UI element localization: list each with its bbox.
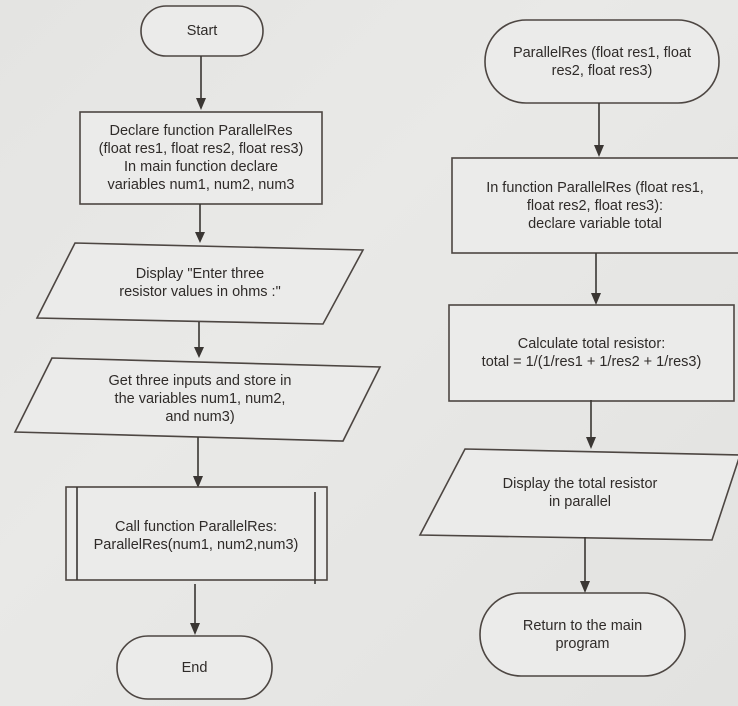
arrowhead-declare-total-to-calculate [591,293,601,305]
function-header-label: ParallelRes (float res1, float res2, flo… [512,44,692,79]
arrowhead-call-to-end [190,623,200,635]
display-total-io-box [418,448,738,541]
return-label: Return to the main program [522,617,643,652]
call-function-predefined-box [65,486,328,581]
declare-total-process-box [451,157,738,254]
function-header-terminator [484,19,720,104]
arrowhead-declare-to-display [195,232,205,243]
start-terminator [140,5,264,57]
calculate-process-box [448,304,735,402]
display-prompt-io-box [35,242,365,325]
get-inputs-io-box [13,357,382,442]
arrowhead-get-to-call [193,476,203,488]
declare-process-box [79,111,323,205]
end-terminator [116,635,273,700]
display-total-label: Display the total resistor in parallel [502,476,658,510]
arrowhead-display-to-get [194,347,204,358]
arrowhead-start-to-declare [196,98,206,110]
declare-total-label: In function ParallelRes (float res1, flo… [486,179,704,232]
start-label: Start [186,23,218,39]
arrowhead-display-total-to-return [580,581,590,593]
get-inputs-label: Get three inputs and store in the variab… [108,373,292,425]
calculate-label: Calculate total resistor: total = 1/(1/r… [481,336,702,370]
arrowhead-header-to-declare-total [594,145,604,157]
display-prompt-label: Display "Enter three resistor values in … [119,266,281,300]
arrowhead-calculate-to-display-total [586,437,596,449]
end-label: End [181,659,208,676]
declare-label: Declare function ParallelRes (float res1… [98,123,304,193]
call-function-label: Call function ParallelRes: ParallelRes(n… [93,518,299,553]
return-terminator [479,592,686,677]
